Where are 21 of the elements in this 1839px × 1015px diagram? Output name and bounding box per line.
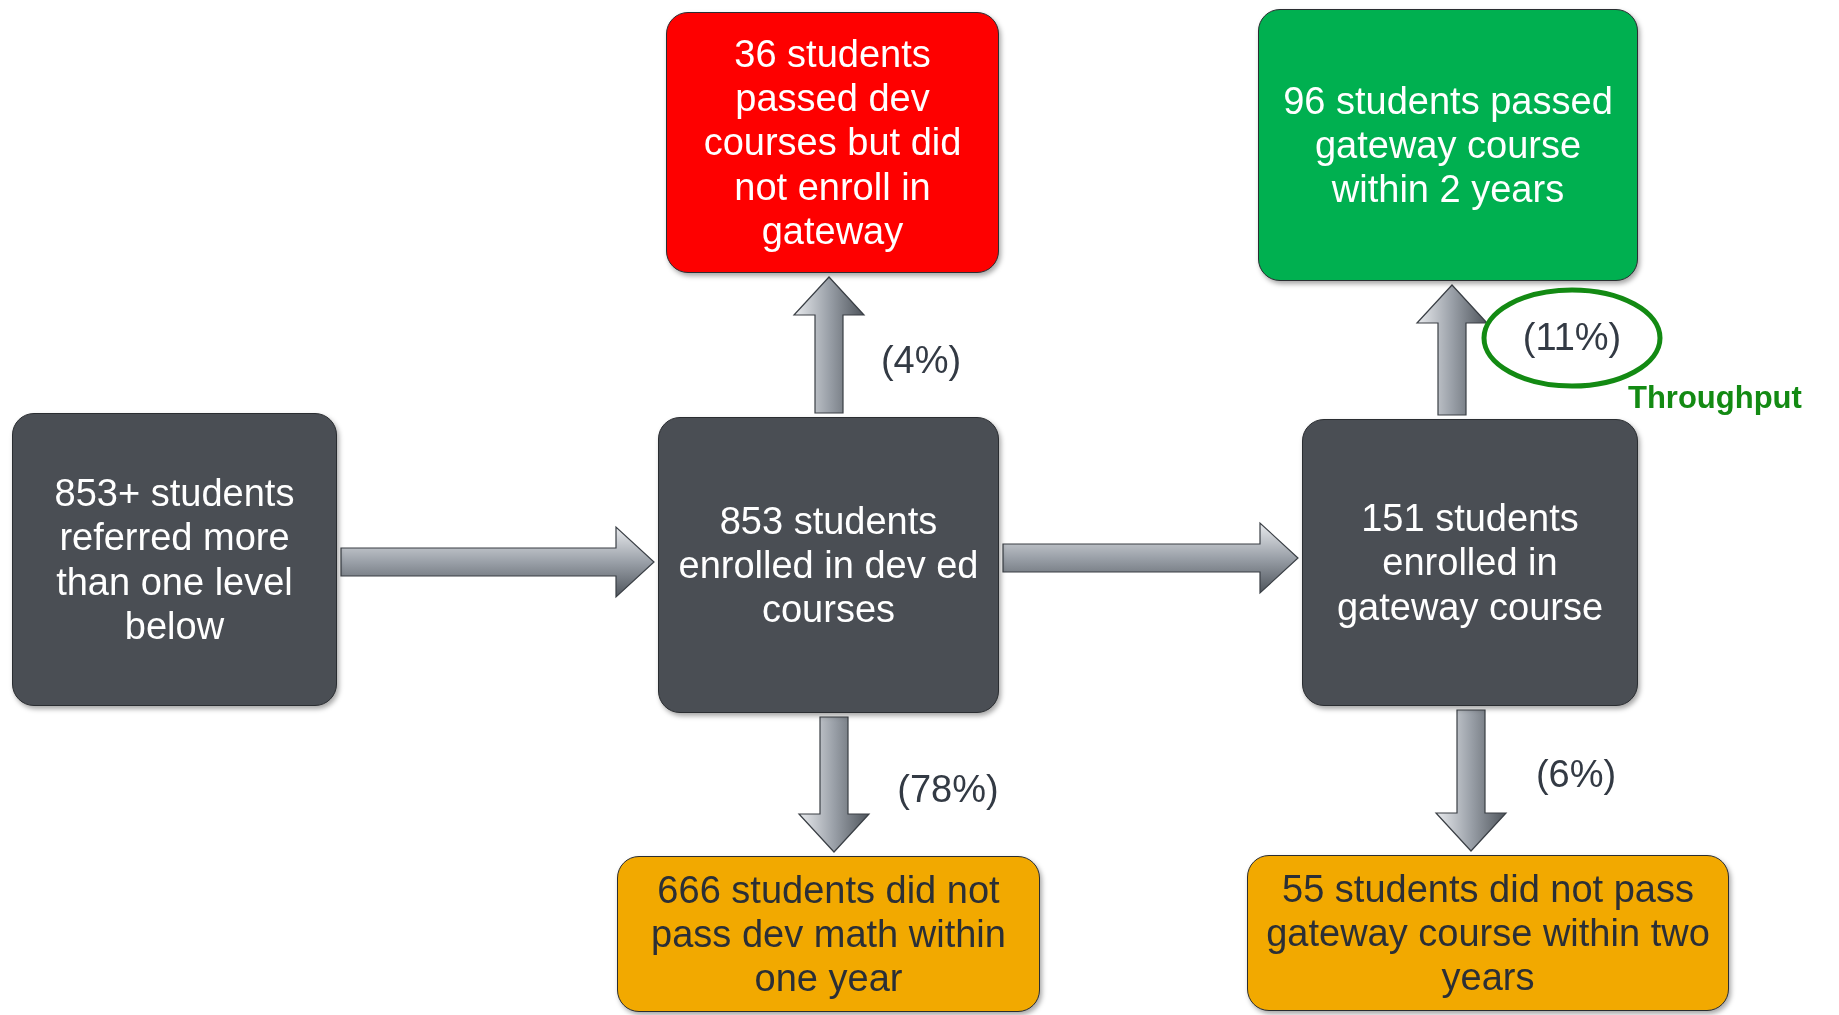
box-text: 853 students enrolled in dev ed courses bbox=[677, 498, 980, 632]
box-text: 853+ students referred more than one level below bbox=[53, 471, 296, 648]
process-box bbox=[1247, 855, 1729, 1011]
annotation-text: Throughput bbox=[1628, 380, 1802, 416]
box-text: 36 students passed dev courses but did not enroll in gateway bbox=[702, 32, 963, 253]
block-arrow bbox=[1002, 521, 1299, 595]
process-box bbox=[12, 413, 337, 706]
box-text: 151 students enrolled in gateway course bbox=[1335, 496, 1605, 629]
block-arrow bbox=[340, 525, 655, 599]
process-box bbox=[1302, 419, 1638, 706]
process-box bbox=[658, 417, 999, 713]
block-arrow bbox=[792, 276, 866, 414]
block-arrow bbox=[1434, 709, 1508, 852]
block-arrow bbox=[1415, 284, 1489, 416]
process-box bbox=[666, 12, 999, 273]
box-text: 666 students did not pass dev math within one year bbox=[650, 867, 1007, 1001]
process-box bbox=[617, 856, 1040, 1012]
box-text: 96 students passed gateway course within 2 years bbox=[1282, 78, 1614, 212]
process-box bbox=[1258, 9, 1638, 281]
block-arrow bbox=[797, 716, 871, 853]
box-text: 55 students did not pass gateway course within two years bbox=[1265, 866, 1711, 1000]
